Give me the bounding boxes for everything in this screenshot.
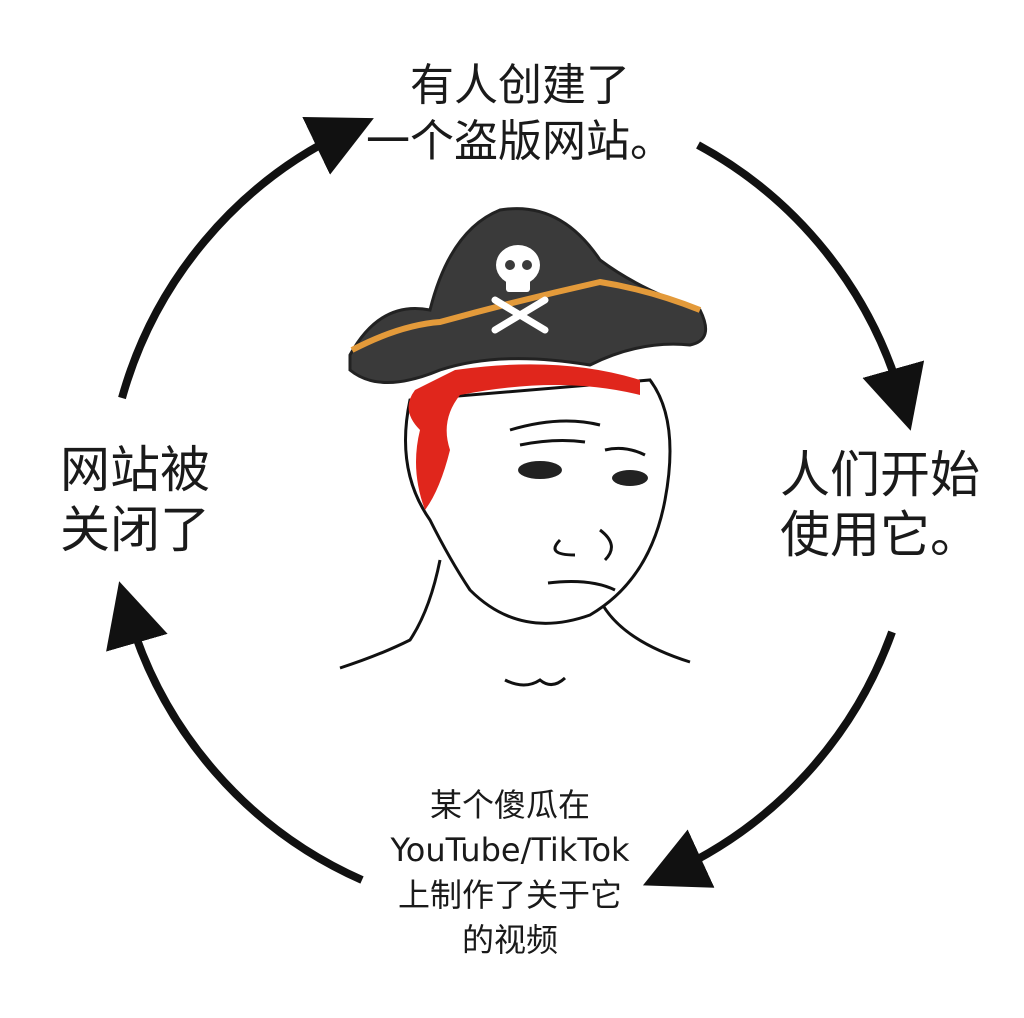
arrow-bottom-right (642, 630, 896, 888)
step-1-label: 有人创建了 一个盗版网站。 (340, 58, 700, 170)
step-3-line-4: 的视频 (461, 921, 558, 959)
step-4-label: 网站被 关闭了 (30, 440, 240, 560)
step-1-line-2: 一个盗版网站。 (366, 116, 674, 167)
step-2-label: 人们开始 使用它。 (760, 445, 1000, 565)
step-3-line-3: 上制作了关于它 (397, 876, 622, 914)
step-1-line-1: 有人创建了 (410, 60, 630, 111)
step-2-line-1: 人们开始 (780, 446, 980, 504)
step-4-line-1: 网站被 (60, 441, 210, 499)
arrow-top-right (696, 141, 925, 431)
step-3-line-2: YouTube/TikTok (390, 831, 630, 869)
skull-crossbones-icon (491, 245, 549, 334)
step-3-line-1: 某个傻瓜在 (429, 786, 590, 824)
step-2-line-2: 使用它。 (780, 506, 980, 564)
step-3-label: 某个傻瓜在 YouTube/TikTok 上制作了关于它 的视频 (350, 783, 670, 963)
pirate-wojak-illustration (339, 207, 708, 687)
arrow-top-left (118, 116, 374, 400)
arrow-bottom-left (106, 581, 364, 884)
step-4-line-2: 关闭了 (60, 501, 210, 559)
face (404, 378, 672, 625)
bandana (408, 364, 640, 510)
